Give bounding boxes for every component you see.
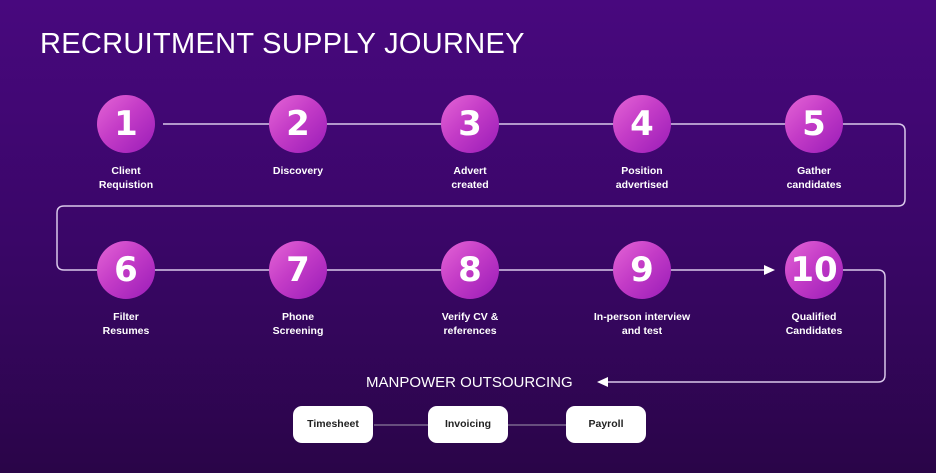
step-number: 1 — [97, 95, 155, 153]
step-label: Discovery — [272, 165, 324, 177]
step-label: Qualified Candidates — [785, 311, 843, 337]
arrowhead-icon — [597, 377, 608, 387]
page-title: RECRUITMENT SUPPLY JOURNEY — [40, 28, 525, 60]
step-number: 7 — [269, 241, 327, 299]
step-number: 8 — [441, 241, 499, 299]
outsourcing-title: MANPOWER OUTSOURCING — [366, 374, 573, 391]
step-label: Phone Screening — [272, 311, 324, 337]
step-label: Filter Resumes — [102, 311, 150, 337]
step-label: Client Requistion — [98, 165, 154, 191]
step-number: 9 — [613, 241, 671, 299]
step-number: 10 — [785, 241, 843, 299]
payroll-box: Payroll — [566, 406, 646, 443]
connector-to-outsourcing — [606, 269, 886, 383]
step-number: 3 — [441, 95, 499, 153]
timesheet-box: Timesheet — [293, 406, 373, 443]
step-number: 5 — [785, 95, 843, 153]
step-number: 4 — [613, 95, 671, 153]
step-number: 6 — [97, 241, 155, 299]
step-label: Advert created — [451, 165, 489, 191]
invoicing-box: Invoicing — [428, 406, 508, 443]
step-label: Position advertised — [615, 165, 669, 191]
step-label: In-person interview and test — [593, 311, 691, 337]
step-number: 2 — [269, 95, 327, 153]
step-label: Gather candidates — [786, 165, 842, 191]
arrowhead-icon — [764, 265, 775, 275]
connector-row1 — [56, 123, 906, 271]
step-label: Verify CV & references — [441, 311, 499, 337]
